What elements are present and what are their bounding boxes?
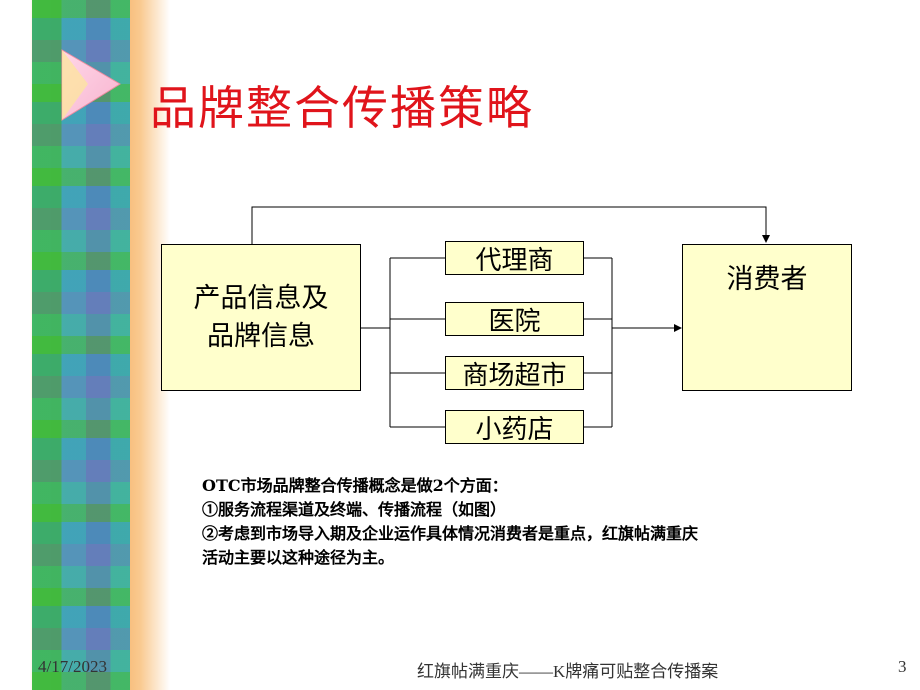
footer-caption: 红旗帖满重庆——K牌痛可贴整合传播案 [417,662,719,681]
notes-line-1: OTC市场品牌整合传播概念是做2个方面： [202,476,508,495]
notes-line-2: ①服务流程渠道及终端、传播流程（如图） [202,500,507,519]
channel-box-agent: 代理商 [445,241,584,276]
decorative-tile-overlay [32,0,130,690]
notes-line-4: 活动主要以这种途径为主。 [202,548,395,567]
notes-line-3: ②考虑到市场导入期及企业运作具体情况消费者是重点，红旗帖满重庆 [202,524,699,543]
notes-block: OTC市场品牌整合传播概念是做2个方面： ①服务流程渠道及终端、传播流程（如图）… [202,474,862,570]
decorative-triangle-icon [61,49,121,121]
source-label-line1: 产品信息及 [193,282,329,314]
bypass-connector [251,206,770,244]
channel-box-pharmacy: 小药店 [445,410,584,445]
slide-title: 品牌整合传播策略 [150,81,534,135]
source-label-line2: 品牌信息 [207,320,315,352]
footer-date: 4/17/2023 [38,657,107,676]
source-box: 产品信息及 品牌信息 [161,244,361,391]
channel-box-hospital: 医院 [445,302,584,337]
page-number: 3 [898,657,907,676]
channel-box-supermarket: 商场超市 [445,356,584,391]
consumer-box: 消费者 [682,244,852,391]
